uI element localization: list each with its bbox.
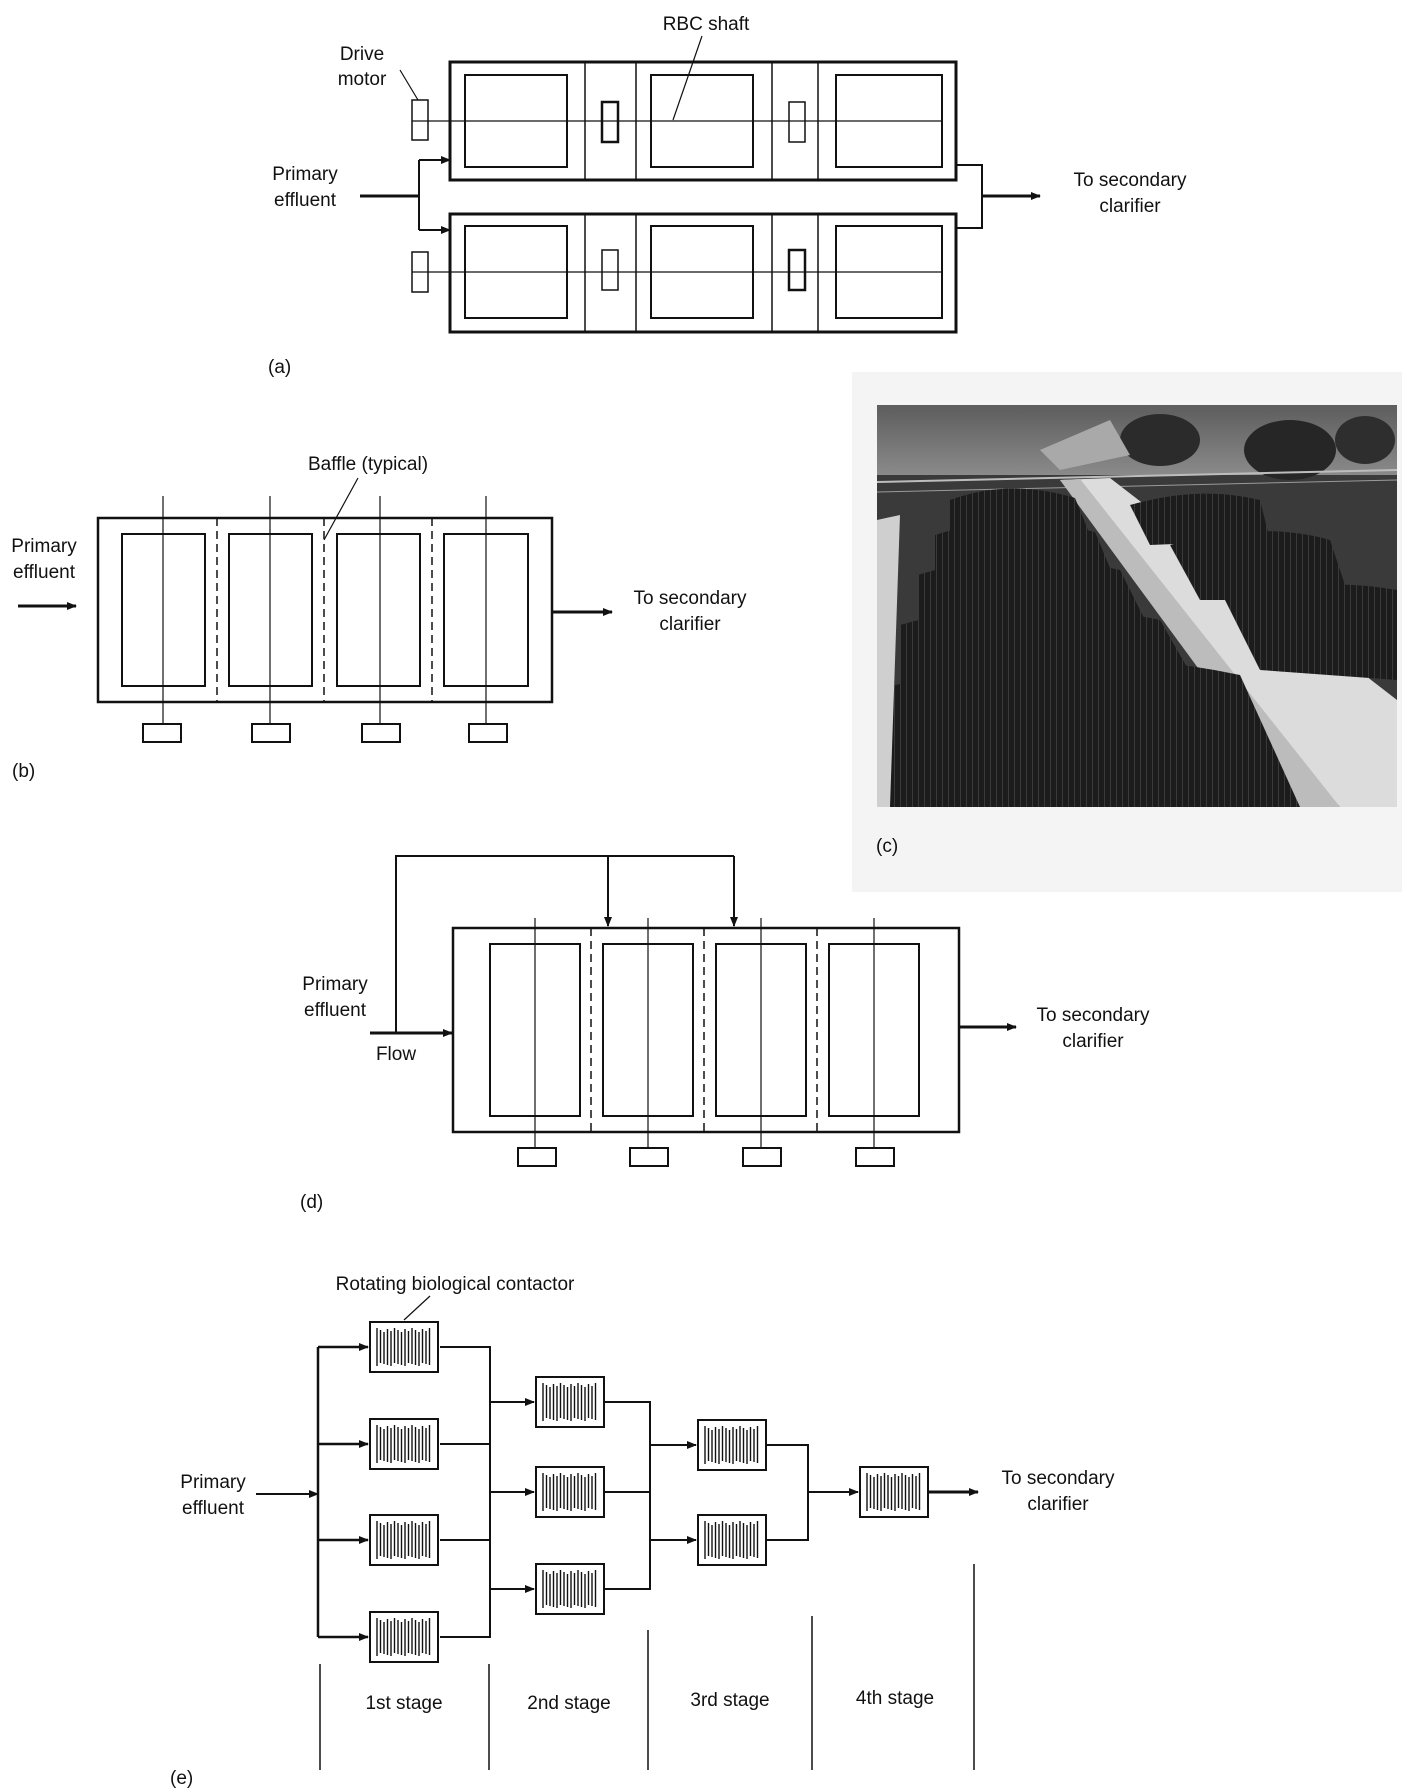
- panel-a: Drive motor RBC shaft Primary effluent T…: [268, 14, 1187, 378]
- stage-label-3: 3rd stage: [690, 1690, 769, 1711]
- drive-motor-box: [412, 100, 428, 140]
- inflow-label-d-2: effluent: [304, 1000, 367, 1021]
- outflow-label-b-2: clarifier: [659, 614, 721, 635]
- inflow-label-e-1: Primary: [180, 1472, 246, 1493]
- stage-label-2: 2nd stage: [527, 1693, 610, 1714]
- outflow-label-b-1: To secondary: [633, 588, 747, 609]
- panel-a-tag: (a): [268, 357, 291, 378]
- outflow-label-e-1: To secondary: [1001, 1468, 1115, 1489]
- outflow-label-d-2: clarifier: [1062, 1031, 1124, 1052]
- rbc-shaft-label: RBC shaft: [663, 14, 750, 35]
- panel-c: (c): [852, 372, 1402, 892]
- inflow-label-e-2: effluent: [182, 1498, 245, 1519]
- outflow-label-e-2: clarifier: [1027, 1494, 1089, 1515]
- stage-label-1: 1st stage: [365, 1693, 442, 1714]
- outflow-label-a-2: clarifier: [1099, 196, 1161, 217]
- contactor-label: Rotating biological contactor: [336, 1274, 575, 1295]
- outflow-label-a-1: To secondary: [1073, 170, 1187, 191]
- outflow-label-d-1: To secondary: [1036, 1005, 1150, 1026]
- inflow-label-b-1: Primary: [11, 536, 77, 557]
- panel-b: Baffle (typical) Primary effluent To sec…: [11, 454, 747, 782]
- inflow-label-b-2: effluent: [13, 562, 76, 583]
- panel-e-tag: (e): [170, 1768, 193, 1789]
- inflow-label-a-1: Primary: [272, 164, 338, 185]
- panel-d: Primary effluent Flow To secondary clari…: [300, 856, 1150, 1213]
- panel-e: Rotating biological contactor Primary ef…: [170, 1274, 1115, 1789]
- inflow-label-a-2: effluent: [274, 190, 337, 211]
- inflow-label-d-1: Primary: [302, 974, 368, 995]
- flow-label: Flow: [376, 1044, 416, 1065]
- panel-d-tag: (d): [300, 1192, 323, 1213]
- panel-c-tag: (c): [876, 836, 898, 857]
- stage-label-4: 4th stage: [856, 1688, 934, 1709]
- plant-photo: [877, 405, 1397, 807]
- drive-motor-label-1: Drive: [340, 44, 384, 65]
- panel-b-tag: (b): [12, 761, 35, 782]
- drive-motor-label-2: motor: [338, 69, 387, 90]
- baffle-label: Baffle (typical): [308, 454, 428, 475]
